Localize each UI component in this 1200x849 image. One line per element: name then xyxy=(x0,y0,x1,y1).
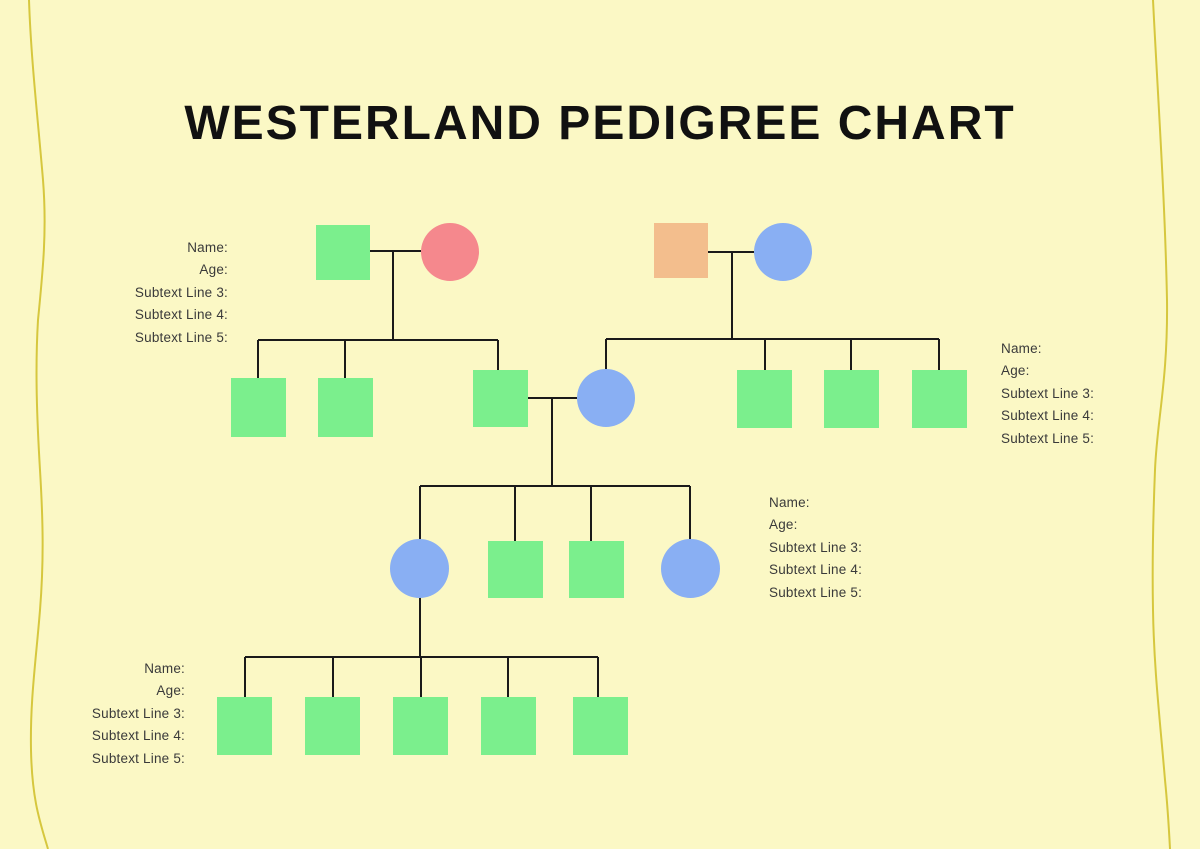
annotation-line: Subtext Line 4: xyxy=(769,562,863,578)
member-gen1-left-female xyxy=(421,223,479,281)
member-gen1-right-female xyxy=(754,223,812,281)
member-gen3-child2-male xyxy=(488,541,543,598)
member-gen2-child4-female xyxy=(577,369,635,427)
member-gen3-child4-female xyxy=(661,539,720,598)
annotation-line: Subtext Line 4: xyxy=(1001,408,1095,424)
family-1-left-connectors xyxy=(257,250,499,378)
annotation-block-gen1-left: Name: Age: Subtext Line 3: Subtext Line … xyxy=(28,237,228,349)
annotation-line: Subtext Line 4: xyxy=(91,728,185,744)
member-gen1-right-male xyxy=(654,223,708,278)
annotation-block-gen3-right: Name: Age: Subtext Line 3: Subtext Line … xyxy=(769,492,862,604)
annotation-line: Age: xyxy=(199,262,228,278)
member-gen4-child5-male xyxy=(573,697,628,755)
member-gen2-child6-male xyxy=(824,370,879,428)
annotation-line: Subtext Line 5: xyxy=(134,329,228,345)
member-gen2-child1-male xyxy=(231,378,286,437)
annotation-line: Name: xyxy=(1001,341,1042,356)
annotation-line: Subtext Line 4: xyxy=(134,307,228,323)
family-2-middle-connectors xyxy=(419,397,691,541)
member-gen4-child2-male xyxy=(305,697,360,755)
member-gen4-child4-male xyxy=(481,697,536,755)
annotation-line: Subtext Line 5: xyxy=(769,584,863,600)
annotation-line: Name: xyxy=(187,240,228,255)
right-edge-wavy-line xyxy=(1151,0,1171,849)
annotation-line: Subtext Line 3: xyxy=(1001,385,1095,401)
annotation-line: Subtext Line 3: xyxy=(91,705,185,721)
member-gen1-left-male xyxy=(316,225,370,280)
member-gen2-child2-male xyxy=(318,378,373,437)
member-gen4-child3-male xyxy=(393,697,448,755)
annotation-line: Subtext Line 5: xyxy=(91,750,185,766)
annotation-line: Subtext Line 3: xyxy=(769,539,863,555)
family-3-bottom-connectors xyxy=(244,597,599,697)
annotation-line: Name: xyxy=(144,661,185,676)
member-gen2-child7-male xyxy=(912,370,967,428)
annotation-block-gen2-right: Name: Age: Subtext Line 3: Subtext Line … xyxy=(1001,338,1094,450)
member-gen4-child1-male xyxy=(217,697,272,755)
page-title: WESTERLAND PEDIGREE CHART xyxy=(184,97,1016,150)
annotation-block-gen4-left: Name: Age: Subtext Line 3: Subtext Line … xyxy=(0,658,185,770)
annotation-line: Age: xyxy=(156,683,185,699)
member-gen2-child3-male xyxy=(473,370,528,427)
annotation-line: Subtext Line 3: xyxy=(134,284,228,300)
family-1-right-connectors xyxy=(605,251,940,370)
member-gen2-child5-male xyxy=(737,370,792,428)
member-gen3-child1-female xyxy=(390,539,449,598)
member-gen3-child3-male xyxy=(569,541,624,598)
annotation-line: Subtext Line 5: xyxy=(1001,430,1095,446)
annotation-line: Age: xyxy=(1001,363,1030,379)
left-edge-wavy-line xyxy=(28,0,49,849)
annotation-line: Name: xyxy=(769,495,810,510)
annotation-line: Age: xyxy=(769,517,798,533)
